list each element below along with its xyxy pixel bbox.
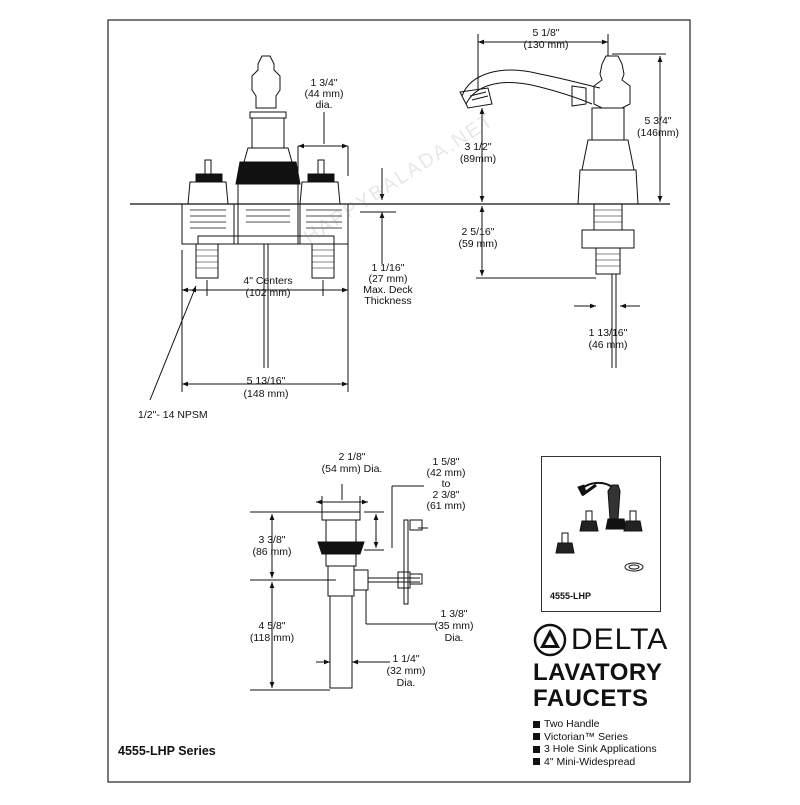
deck-text-1: 1 1/16"	[372, 262, 405, 274]
overall-width-text-1: 5 13/16"	[247, 375, 286, 387]
side-elevation-drawing	[459, 34, 666, 368]
body-dia-text-3: Dia.	[445, 632, 464, 644]
shank-text-2: (59 mm)	[458, 238, 497, 250]
body-dia-text-2: (35 mm)	[434, 620, 473, 632]
body-height-text-1: 4 5/8"	[258, 620, 285, 632]
tail-dia-text-1: 1 1/4"	[392, 653, 419, 665]
product-title-line-2: FAUCETS	[533, 685, 649, 712]
rod-text-4: 2 3/8"	[432, 489, 459, 501]
tail-dia-text-2: (32 mm)	[386, 665, 425, 677]
shank-dia-text-1: 1 13/16"	[589, 327, 628, 339]
bullet-square-icon	[533, 745, 540, 753]
bullet-square-icon	[533, 733, 540, 741]
tail-dia-text-3: Dia.	[397, 677, 416, 689]
drain-assembly-drawing	[250, 484, 436, 691]
delta-logo: DELTA	[533, 620, 693, 660]
shank-dia-text-2: (46 mm)	[588, 339, 627, 351]
deck-text-2: (27 mm)	[368, 273, 407, 285]
photo-caption: 4555-LHP	[550, 591, 592, 601]
delta-triangle-icon	[533, 623, 567, 657]
centers-text-2: (102 mm)	[246, 287, 291, 299]
product-photo: 4555-LHP	[541, 456, 661, 612]
drain-assembly-labels: 2 1/8" (54 mm) Dia. 1 5/8" (42 mm) to 2 …	[250, 451, 474, 689]
spout-logo-mark: Delta	[259, 185, 275, 192]
rod-text-5: (61 mm)	[426, 500, 465, 512]
side-elevation-labels: 5 1/8" (130 mm) 5 3/4" (146mm) 3 1/2" (8…	[458, 27, 679, 351]
product-title-line-1: LAVATORY	[533, 659, 663, 686]
page-frame	[107, 19, 691, 783]
shank-text-1: 2 5/16"	[462, 226, 495, 238]
feature-text: 3 Hole Sink Applications	[544, 743, 657, 755]
body-height-text-2: (118 mm)	[250, 632, 294, 644]
feature-item: Victorian™ Series	[533, 731, 693, 744]
series-label: 4555-LHP Series	[118, 744, 216, 758]
handle-dia-text-1: 1 3/4"	[310, 77, 337, 89]
bullet-square-icon	[533, 720, 540, 728]
deck-text-4: Thickness	[364, 295, 411, 307]
stopper-dia-text-2: (54 mm) Dia.	[322, 463, 383, 475]
feature-text: 4" Mini-Widespread	[544, 755, 636, 768]
total-height-text-1: 5 3/4"	[644, 115, 671, 127]
centers-text-1: 4" Centers	[243, 275, 292, 287]
overall-width-text-2: (148 mm)	[244, 388, 289, 400]
spout-height-text-2: (89mm)	[460, 153, 496, 165]
rod-text-1: 1 5/8"	[432, 456, 459, 468]
stopper-dia-text-1: 2 1/8"	[338, 451, 365, 463]
thread-label: 1/2"- 14 NPSM	[138, 409, 208, 421]
front-elevation-labels: 1 3/4" (44 mm) dia. Delta 4" Centers (10…	[138, 77, 414, 421]
total-height-text-2: (146mm)	[637, 127, 679, 139]
feature-list: Two Handle Victorian™ Series 3 Hole Sink…	[533, 718, 693, 768]
handle-dia-text-3: dia.	[316, 99, 333, 111]
reach-text-2: (130 mm)	[524, 39, 569, 51]
body-dia-text-1: 1 3/8"	[440, 608, 467, 620]
brand-name: DELTA	[571, 623, 669, 656]
feature-text: Two Handle	[544, 718, 600, 730]
bullet-square-icon	[533, 758, 540, 766]
rod-text-3: to	[442, 478, 451, 490]
handle-dia-text-2: (44 mm)	[304, 88, 343, 100]
feature-item: 3 Hole Sink Applications	[533, 743, 693, 756]
feature-item: 4" Mini-Widespread	[533, 756, 693, 769]
spout-height-text-1: 3 1/2"	[464, 141, 491, 153]
rod-text-2: (42 mm)	[426, 467, 465, 479]
flange-text-2: (86 mm)	[252, 546, 291, 558]
reach-text-1: 5 1/8"	[532, 27, 559, 39]
faucet-photo-illustration	[555, 481, 644, 572]
flange-text-1: 3 3/8"	[258, 534, 285, 546]
brand-block: DELTA LAVATORY FAUCETS Two Handle Victor…	[533, 620, 693, 768]
deck-text-3: Max. Deck	[363, 284, 413, 296]
feature-item: Two Handle	[533, 718, 693, 731]
feature-text: Victorian™ Series	[544, 730, 628, 743]
